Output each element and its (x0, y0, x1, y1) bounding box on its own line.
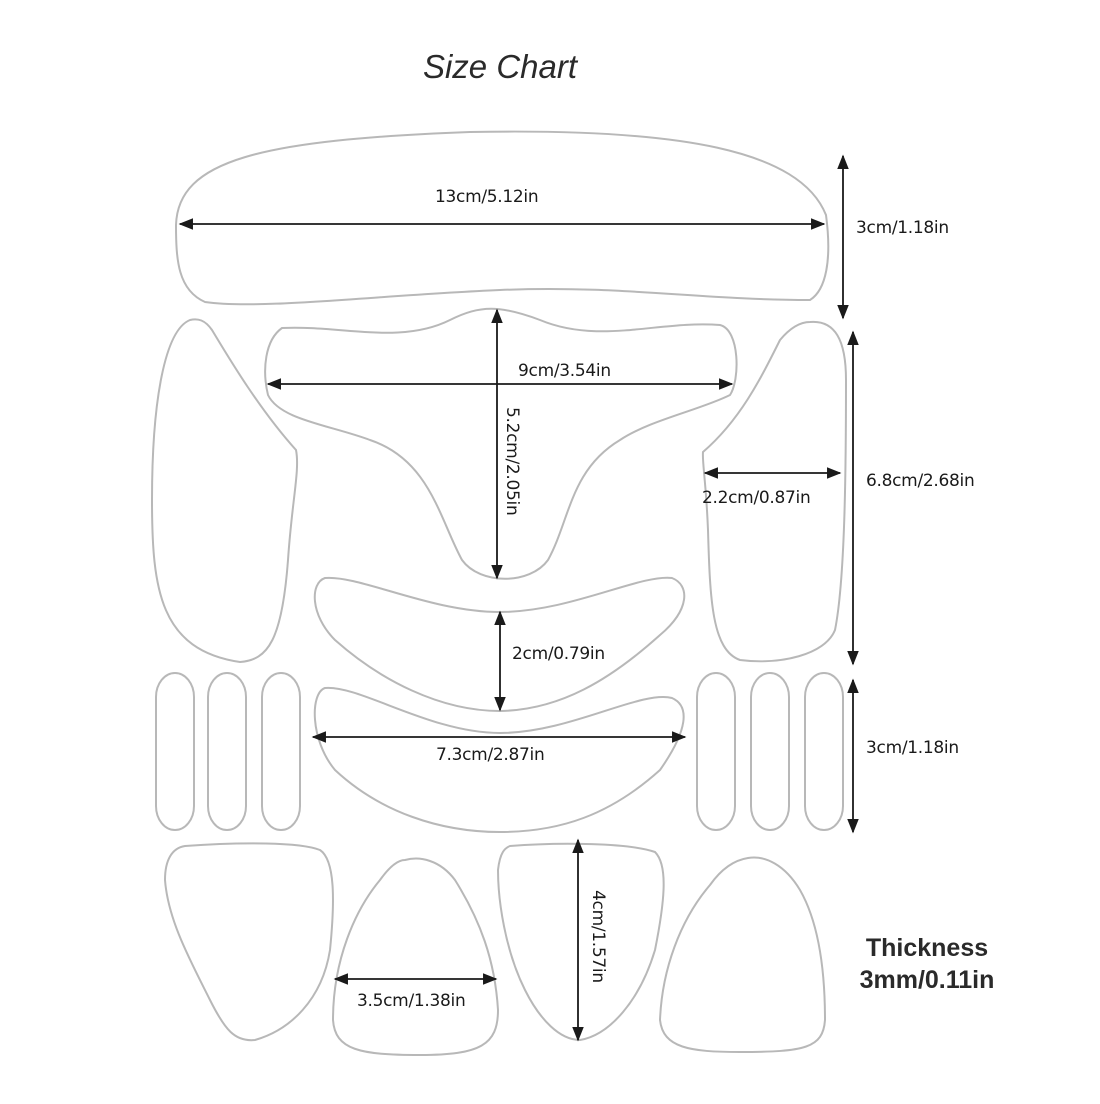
small-strips-left (155, 672, 301, 831)
glabella-pad (264, 307, 738, 580)
glabella-height-label: 5.2cm/2.05in (502, 407, 522, 516)
thickness-label: Thickness (865, 934, 989, 962)
bottom-pad-2-triangle (331, 857, 500, 1057)
thickness-note: Thickness 3mm/0.11in (842, 932, 1012, 996)
eye-pad-width-label: 7.3cm/2.87in (436, 745, 545, 765)
forehead-height-label: 3cm/1.18in (856, 218, 949, 238)
glabella-width-label: 9cm/3.54in (518, 361, 611, 381)
small-strips-right (696, 672, 844, 831)
bottom-pad-3 (496, 842, 665, 1042)
triangle-width-label: 3.5cm/1.38in (357, 991, 466, 1011)
side-pad-height-label: 6.8cm/2.68in (866, 471, 975, 491)
chart-title: Size Chart (422, 48, 578, 85)
bottom-pad-4-triangle (658, 856, 827, 1054)
left-side-pad (150, 318, 299, 664)
right-side-pad (701, 320, 848, 663)
strip-height-label: 3cm/1.18in (866, 738, 959, 758)
eye-pad-height-label: 2cm/0.79in (512, 644, 605, 664)
forehead-width-label: 13cm/5.12in (435, 187, 539, 207)
triangle-height-label: 4cm/1.57in (588, 890, 608, 983)
thickness-value: 3mm/0.11in (859, 966, 995, 994)
forehead-pad (174, 130, 830, 306)
bottom-pad-1 (163, 842, 334, 1042)
side-pad-width-label: 2.2cm/0.87in (702, 488, 811, 508)
